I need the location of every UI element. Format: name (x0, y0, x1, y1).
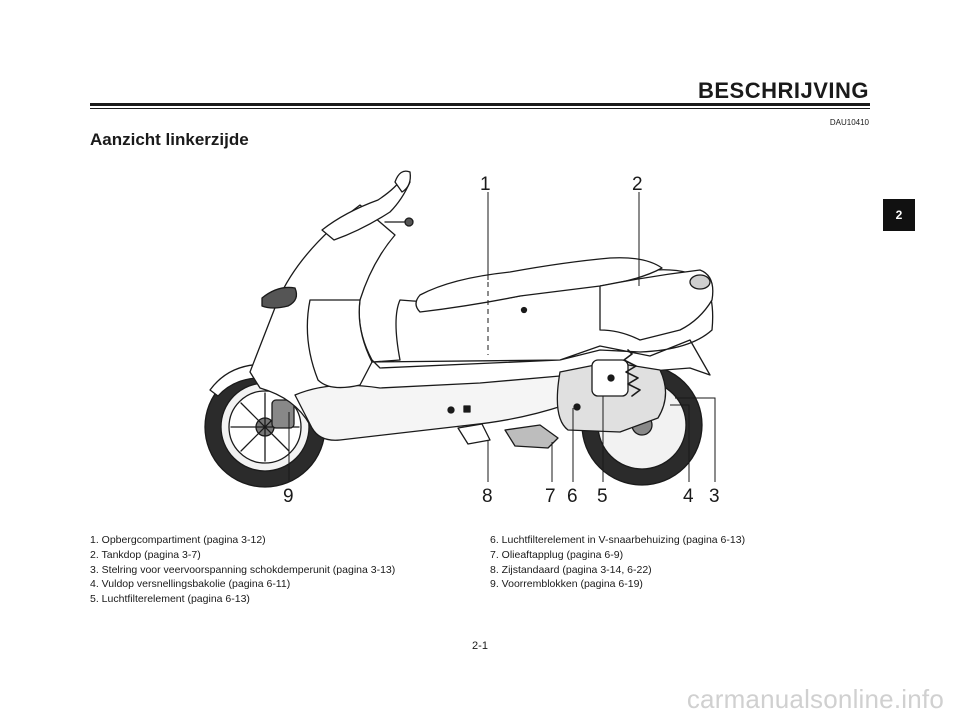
callout-7: 7 (545, 486, 556, 507)
caption-item: 4. Vuldop versnellingsbakolie (pagina 6-… (90, 578, 291, 591)
page-number: 2-1 (472, 640, 488, 652)
view-title: Aanzicht linkerzijde (90, 130, 249, 149)
caption-item: 6. Luchtfilterelement in V-snaarbehuizin… (490, 534, 746, 546)
callout-8: 8 (482, 486, 493, 507)
callout-1: 1 (480, 174, 491, 195)
caption-column-right: 6. Luchtfilterelement in V-snaarbehuizin… (490, 533, 870, 607)
callout-3: 3 (709, 486, 720, 507)
callout-9: 9 (283, 486, 294, 507)
caption-item: 9. Voorremblokken (pagina 6-19) (490, 578, 643, 591)
front-cowl (306, 299, 373, 389)
rear-tail (599, 269, 714, 341)
caption-item: 8. Zijstandaard (pagina 3-14, 6-22) (490, 563, 652, 576)
callout-4: 4 (683, 486, 694, 507)
leader-3 (675, 397, 716, 482)
seat (415, 257, 663, 313)
doc-code: DAU10410 (829, 118, 869, 127)
callout-6: 6 (567, 486, 578, 507)
watermark: carmanualsonline.info (686, 684, 944, 714)
oil-drain-area (504, 424, 559, 449)
header-rule-thick (90, 103, 870, 106)
caption-item: 3. Stelring voor veervoorspanning schokd… (90, 563, 396, 576)
caption-list: 1. Opbergcompartiment (pagina 3-12) 2. T… (90, 533, 870, 607)
caption-item: 7. Olieaftapplug (pagina 6-9) (490, 548, 624, 561)
leader-4 (670, 404, 690, 482)
transmission-case (556, 361, 667, 433)
rear-shock (623, 349, 641, 397)
callout-2: 2 (632, 174, 643, 195)
chapter-tab[interactable]: 2 (883, 199, 915, 231)
header-rule-thin (90, 108, 870, 109)
caption-column-left: 1. Opbergcompartiment (pagina 3-12) 2. T… (90, 533, 490, 607)
scooter-illustration: 1 2 3 4 5 6 7 8 9 (204, 170, 720, 507)
caption-item: 5. Luchtfilterelement (pagina 6-13) (90, 593, 250, 606)
caption-item: 1. Opbergcompartiment (pagina 3-12) (90, 534, 266, 546)
headlight (261, 286, 298, 309)
section-title: BESCHRIJVING (697, 78, 869, 103)
mirror (394, 170, 411, 193)
side-stand (457, 423, 491, 445)
caption-item: 2. Tankdop (pagina 3-7) (90, 548, 201, 561)
callout-5: 5 (597, 486, 608, 507)
